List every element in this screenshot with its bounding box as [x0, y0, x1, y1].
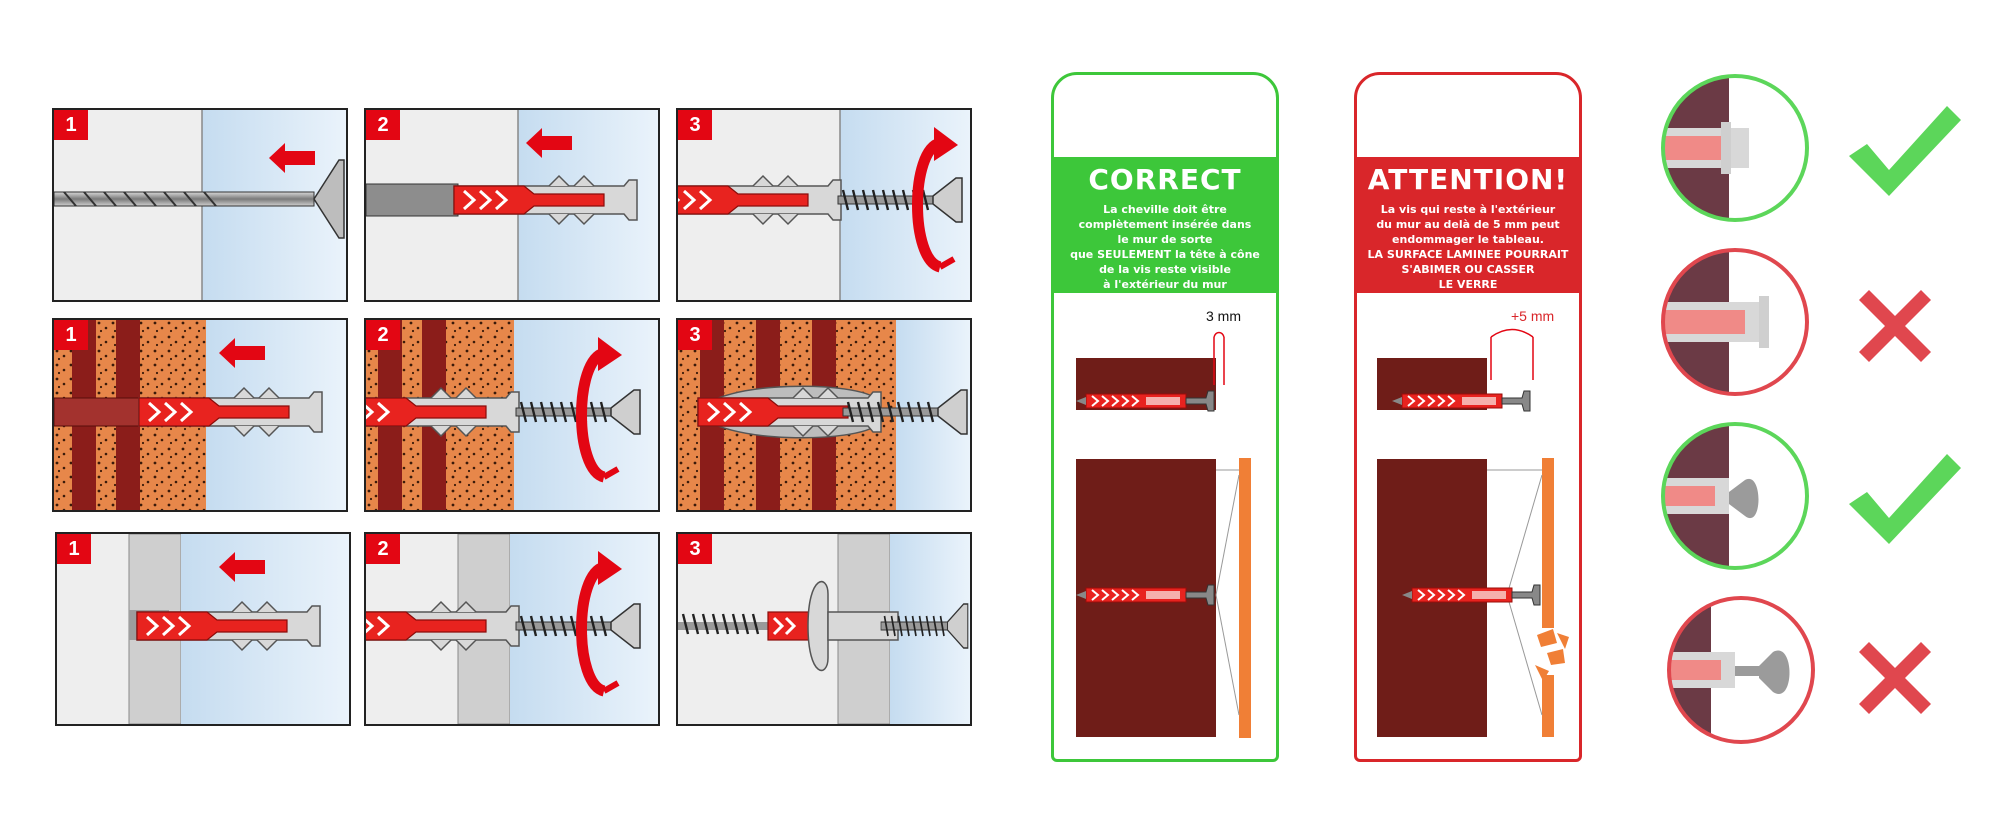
check-mark-icon: [1849, 454, 1961, 544]
attention-card-diagram: [1377, 328, 1569, 737]
correct-card-title: CORRECT: [1088, 163, 1242, 196]
step-number-badge: 3: [678, 534, 712, 564]
example-correct-cone: [1661, 422, 1809, 570]
step-panel-plasterboard-2: 2: [364, 108, 660, 302]
correct-dimension-label: 3 mm: [1206, 308, 1241, 324]
step-number-badge: 1: [54, 320, 88, 350]
attention-card-title: ATTENTION!: [1367, 163, 1569, 196]
step-number-badge: 2: [366, 320, 400, 350]
step-panel-hollow-2: 2: [364, 532, 660, 726]
step-number-badge: 2: [366, 534, 400, 564]
step-panel-brick-1: 1: [52, 318, 348, 512]
step-number-badge: 1: [57, 534, 91, 564]
step-panel-brick-3: 3: [676, 318, 972, 512]
step-panel-hollow-3: 3: [676, 532, 972, 726]
step-panel-hollow-1: 1: [55, 532, 351, 726]
step-panel-brick-2: 2: [364, 318, 660, 512]
attention-card-header: ATTENTION! La vis qui reste à l'extérieu…: [1357, 157, 1579, 293]
cross-mark-icon: [1859, 290, 1931, 362]
cross-mark-icon: [1859, 642, 1931, 714]
step-number-badge: 3: [678, 320, 712, 350]
attention-card: ATTENTION! La vis qui reste à l'extérieu…: [1354, 72, 1582, 762]
step-number-badge: 2: [366, 110, 400, 140]
check-mark-icon: [1849, 106, 1961, 196]
step-panel-plasterboard-3: 3: [676, 108, 972, 302]
example-wrong-cone: [1667, 596, 1815, 744]
correct-card: CORRECT La cheville doit être complèteme…: [1051, 72, 1279, 762]
correct-card-diagram: [1075, 331, 1251, 738]
step-number-badge: 1: [54, 110, 88, 140]
correct-card-header: CORRECT La cheville doit être complèteme…: [1054, 157, 1276, 293]
step-panel-plasterboard-1: 1: [52, 108, 348, 302]
correct-card-description: La cheville doit être complètement insér…: [1070, 203, 1260, 291]
example-correct-flush: [1661, 74, 1809, 222]
attention-dimension-label: +5 mm: [1511, 308, 1555, 324]
attention-card-description: La vis qui reste à l'extérieur du mur au…: [1367, 203, 1569, 291]
step-number-badge: 3: [678, 110, 712, 140]
example-wrong-flush: [1661, 248, 1809, 396]
